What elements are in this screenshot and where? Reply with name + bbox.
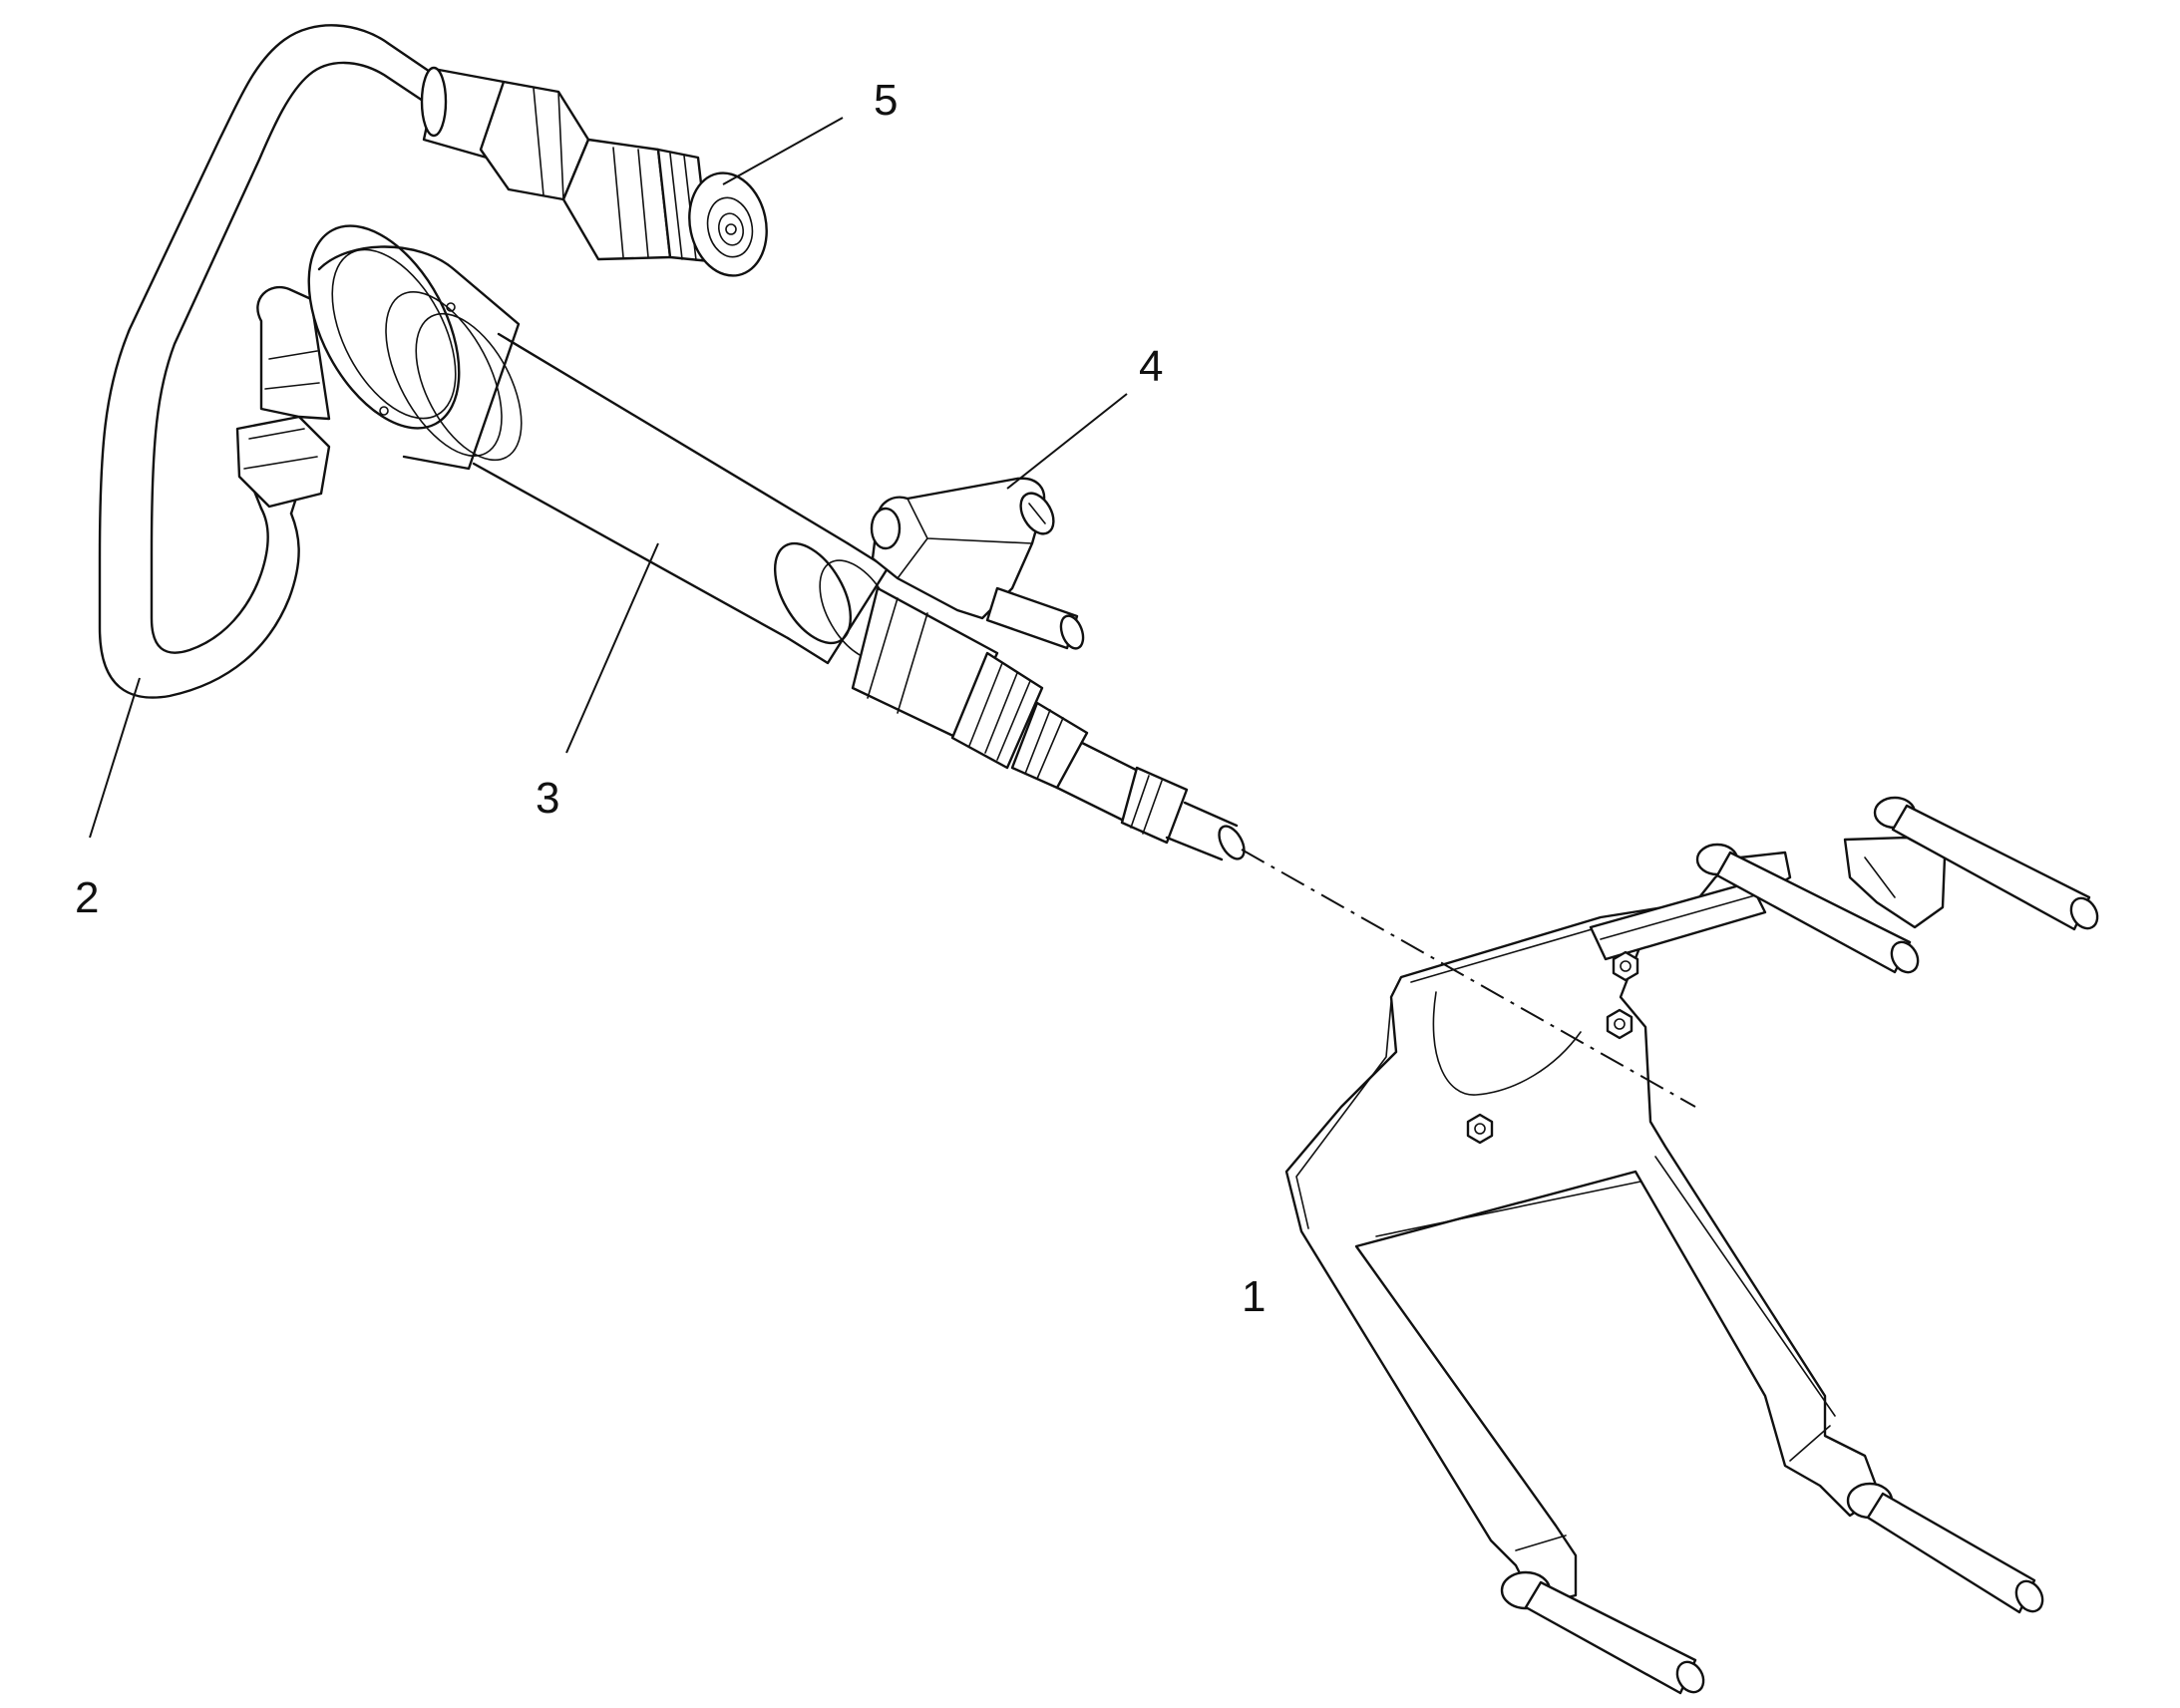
bracket-stud-bottom-left bbox=[1500, 1570, 1705, 1695]
leader-2 bbox=[89, 677, 141, 839]
part-2-fuel-pipe bbox=[98, 24, 441, 699]
assembly-axis-line bbox=[1241, 849, 1696, 1108]
part-5-pipe-fitting bbox=[420, 66, 768, 277]
leader-3 bbox=[565, 542, 659, 754]
bracket-stud-top-left bbox=[1695, 843, 1920, 974]
callout-2: 2 bbox=[75, 873, 99, 922]
leader-5 bbox=[722, 117, 844, 185]
callout-3: 3 bbox=[536, 774, 559, 823]
bracket-stud-bottom-right bbox=[1846, 1482, 2044, 1614]
part-4-clamp bbox=[870, 477, 1085, 650]
part-3-injector bbox=[307, 224, 1246, 861]
part-1-bracket bbox=[1284, 796, 2099, 1695]
callout-4: 4 bbox=[1139, 342, 1163, 391]
bracket-stud-top-right bbox=[1873, 796, 2099, 931]
callout-labels: 1 2 3 4 5 bbox=[75, 76, 1266, 1321]
callout-5: 5 bbox=[874, 76, 898, 125]
leader-lines bbox=[89, 117, 1128, 839]
callout-1: 1 bbox=[1242, 1272, 1266, 1321]
leader-4 bbox=[1006, 393, 1128, 490]
